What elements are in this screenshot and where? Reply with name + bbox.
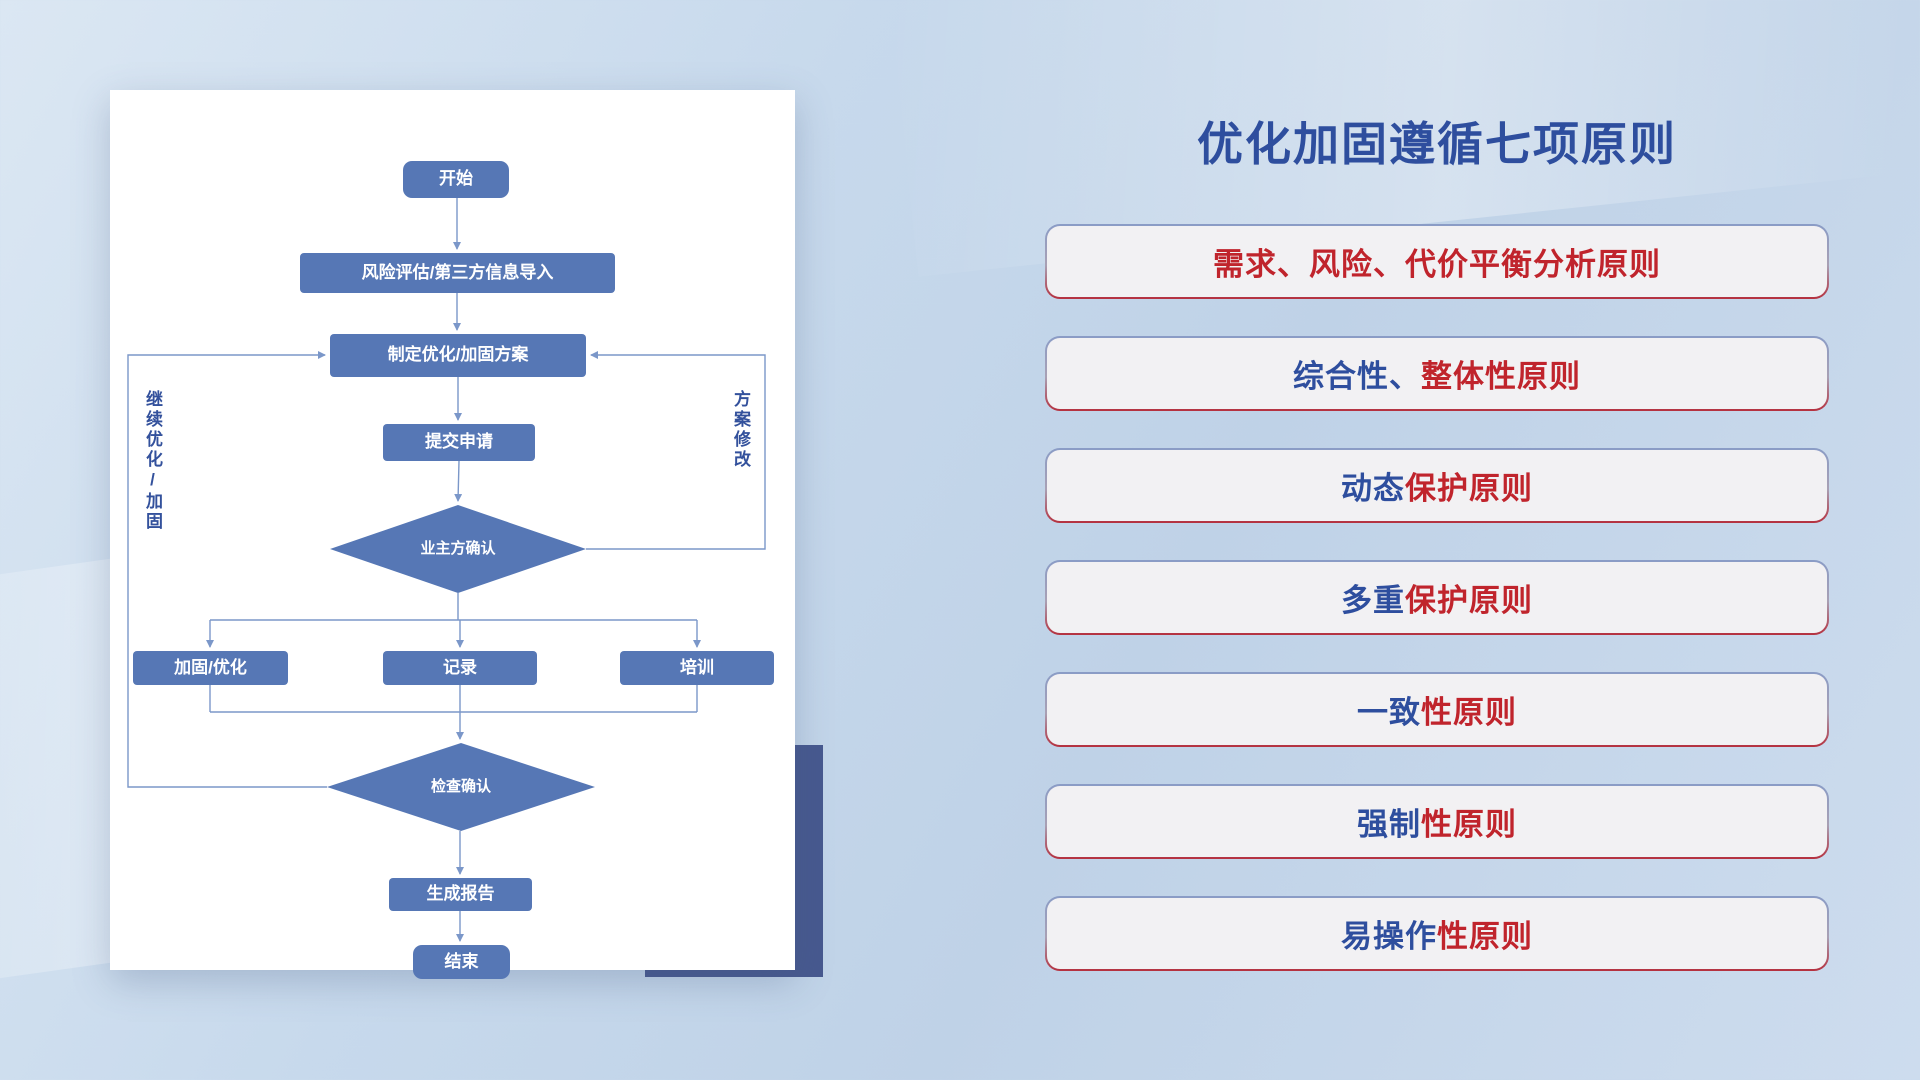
principle-item: 需求、风险、代价平衡分析原则 [1045,224,1829,299]
principle-item: 动态保护原则 [1045,448,1829,523]
flow-node-plan: 制定优化/加固方案 [330,334,586,377]
flowchart-card: 开始 风险评估/第三方信息导入 制定优化/加固方案 提交申请 业主方确认 加固/… [110,90,795,979]
principle-text-blue: 动态 [1341,471,1405,506]
flow-node-end: 结束 [413,945,510,979]
principle-label: 综合性、整体性原则 [1047,338,1827,409]
principles-panel: 优化加固遵循七项原则 需求、风险、代价平衡分析原则 综合性、整体性原则 动态保护… [1045,108,1829,971]
principle-item: 多重保护原则 [1045,560,1829,635]
principle-item: 易操作性原则 [1045,896,1829,971]
principle-text-red: 保护原则 [1405,471,1533,506]
principle-text-red: 性原则 [1437,919,1533,954]
principle-text-red: 需求、风险、代价平衡分析原则 [1213,247,1661,282]
flow-label-plan-revise: 方案修改 [731,390,750,470]
principle-item: 综合性、整体性原则 [1045,336,1829,411]
flow-node-training: 培训 [620,651,774,685]
page-title: 优化加固遵循七项原则 [1197,118,1677,170]
principle-label: 需求、风险、代价平衡分析原则 [1047,226,1827,297]
principle-label: 强制性原则 [1047,786,1827,857]
principle-text-red: 性原则 [1421,807,1517,842]
flow-node-risk-import: 风险评估/第三方信息导入 [300,253,615,293]
flow-label-continue-optimize: 继续优化/加固 [143,390,162,532]
principle-text-red: 整体性原则 [1421,359,1581,394]
principle-label: 一致性原则 [1047,674,1827,745]
flow-node-record: 记录 [383,651,537,685]
flow-node-start: 开始 [403,161,509,198]
principle-text-blue: 强制 [1357,807,1421,842]
principles-list: 需求、风险、代价平衡分析原则 综合性、整体性原则 动态保护原则 多重保护原则 一… [1045,224,1829,971]
principle-text-red: 保护原则 [1405,583,1533,618]
principle-text-blue: 易操作 [1341,919,1437,954]
principle-item: 强制性原则 [1045,784,1829,859]
flow-node-report: 生成报告 [389,878,532,911]
principle-text-blue: 综合性、 [1293,359,1421,394]
principle-text-blue: 多重 [1341,583,1405,618]
principle-label: 易操作性原则 [1047,898,1827,969]
flow-node-submit: 提交申请 [383,424,535,461]
principle-text-blue: 一致 [1357,695,1421,730]
flow-node-reinforce: 加固/优化 [133,651,288,685]
principle-label: 动态保护原则 [1047,450,1827,521]
principle-text-red: 性原则 [1421,695,1517,730]
principle-label: 多重保护原则 [1047,562,1827,633]
principle-item: 一致性原则 [1045,672,1829,747]
